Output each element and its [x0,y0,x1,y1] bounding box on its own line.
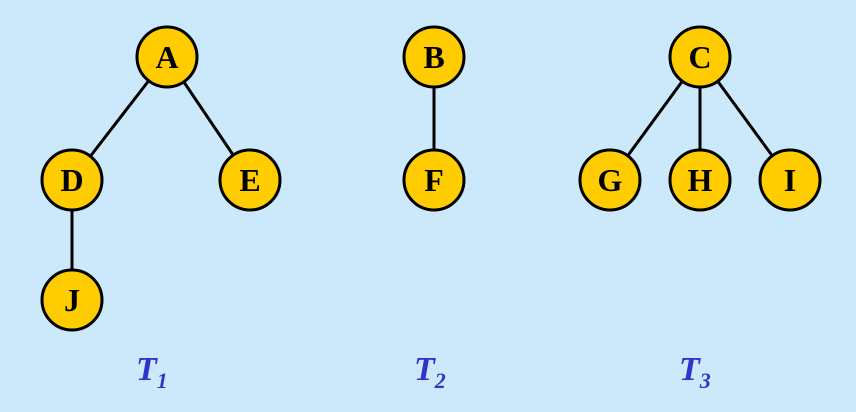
svg-text:T2: T2 [414,351,446,393]
node-circle [402,25,466,89]
node-label: J [64,282,80,318]
tree-label-t2: T2 [414,351,446,393]
tree-label-t1-main: T [136,351,158,388]
node-b: B [402,25,466,89]
node-circle [578,148,642,212]
node-e: E [218,148,282,212]
node-circle [218,148,282,212]
node-label: I [784,162,796,198]
node-a: A [135,25,199,89]
tree-label-t2-subscript: 2 [434,368,446,393]
tree-label-t3-subscript: 3 [699,368,711,393]
node-circle [668,25,732,89]
node-circle [135,25,199,89]
node-i: I [758,148,822,212]
node-label: C [688,39,711,75]
node-label: D [60,162,83,198]
tree-label-t3-main: T [679,351,701,388]
tree-label-t1: T1 [136,351,168,393]
node-circle [402,148,466,212]
node-d: D [40,148,104,212]
node-circle [668,148,732,212]
nodes-layer: A D E J B F C G H I [40,25,822,332]
node-f: F [402,148,466,212]
node-label: F [424,162,444,198]
node-circle [758,148,822,212]
node-label: B [423,39,444,75]
node-circle [40,148,104,212]
tree-label-t2-main: T [414,351,436,388]
tree-label-t1-subscript: 1 [157,368,168,393]
svg-text:T1: T1 [136,351,168,393]
svg-text:T3: T3 [679,351,711,393]
node-label: G [598,162,623,198]
node-h: H [668,148,732,212]
tree-label-t3: T3 [679,351,711,393]
node-label: A [155,39,178,75]
node-j: J [40,268,104,332]
node-label: E [239,162,260,198]
node-circle [40,268,104,332]
node-g: G [578,148,642,212]
node-c: C [668,25,732,89]
node-label: H [688,162,713,198]
